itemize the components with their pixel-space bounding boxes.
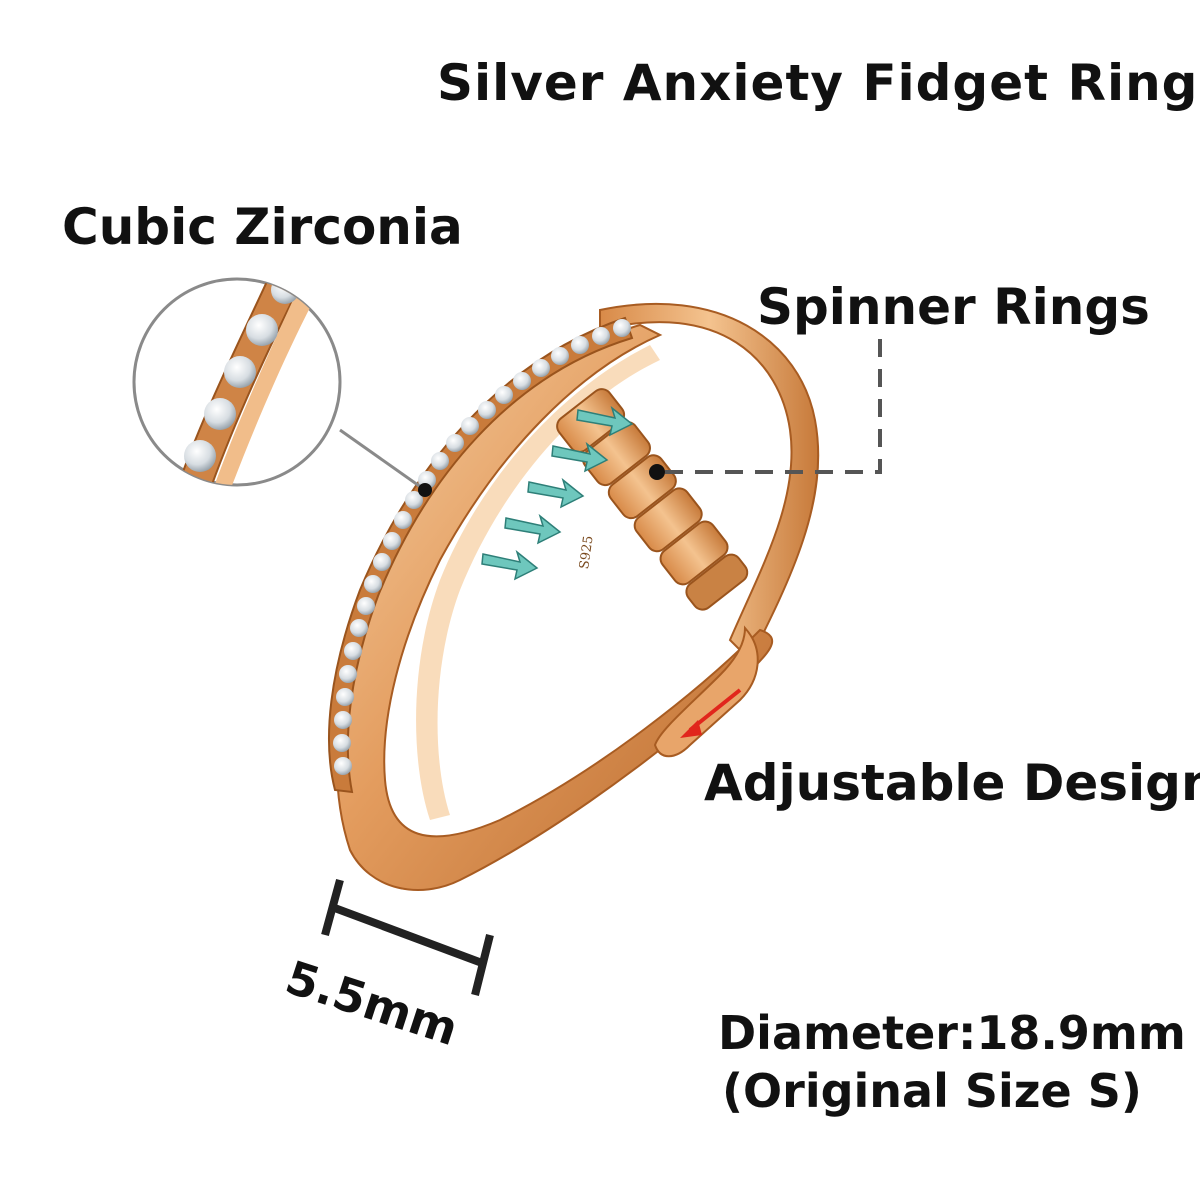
- cubic-zirconia-label: Cubic Zirconia: [62, 198, 463, 256]
- ring-inner-band: [416, 345, 660, 820]
- spinner-leader-dot: [649, 464, 665, 480]
- cubic-zirconia-stones: [333, 319, 631, 775]
- cubic-zirconia-zoom: [132, 277, 342, 487]
- adjustable-overlap: [653, 625, 759, 758]
- zoom-leader-line: [339, 428, 426, 492]
- zoom-leader-dot: [418, 483, 432, 497]
- original-size-label: (Original Size S): [722, 1064, 1142, 1118]
- spinner-rings-label: Spinner Rings: [757, 278, 1150, 336]
- teal-arrow-icon: [481, 405, 634, 581]
- spinner-leader-line: [665, 335, 882, 474]
- width-dimension-marker: [321, 878, 494, 996]
- adjustable-design-label: Adjustable Design: [704, 754, 1200, 812]
- red-arrow-icon: [680, 688, 742, 738]
- diameter-label: Diameter:18.9mm: [718, 1006, 1186, 1060]
- page-title: Silver Anxiety Fidget Ring: [437, 54, 1199, 112]
